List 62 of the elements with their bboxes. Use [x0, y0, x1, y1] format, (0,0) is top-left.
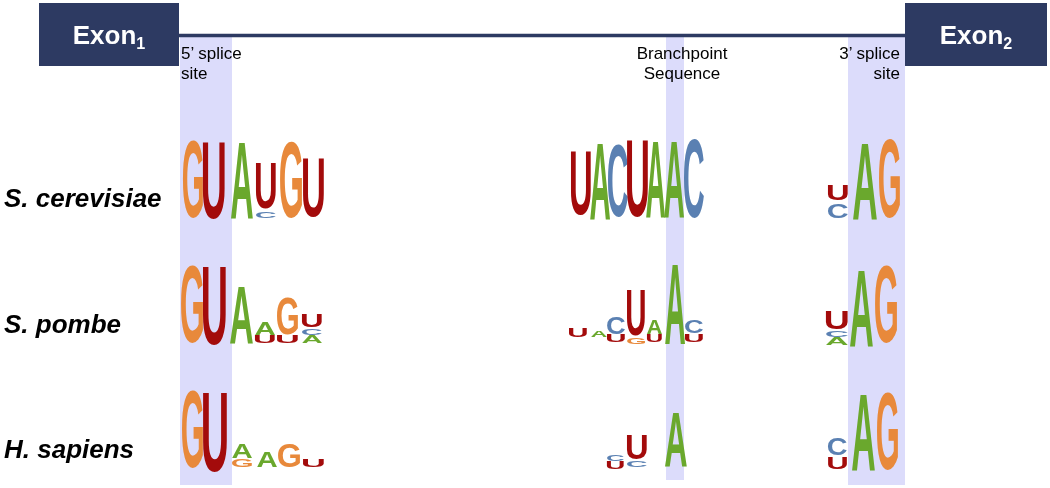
nucleotide-letter: A — [665, 263, 685, 344]
nucleotide-letter: G — [183, 140, 203, 218]
nucleotide-letter: A — [646, 141, 665, 217]
nucleotide-letter: U — [828, 185, 848, 200]
species-name: S. cerevisiae — [4, 183, 162, 213]
nucleotide-letter: A — [232, 444, 252, 458]
nucleotide-letter: C — [256, 211, 276, 218]
nucleotide-letter: C — [608, 145, 628, 217]
exon-label: Exon$_{2}$ — [939, 19, 1013, 50]
nucleotide-letter: A — [257, 452, 277, 467]
nucleotide-letter: A — [231, 142, 253, 218]
exon-box — [39, 3, 179, 66]
exon-label: Exon$_{1}$ — [72, 19, 146, 50]
intron-line — [179, 33, 905, 38]
nucleotide-letter: A — [591, 331, 607, 337]
site-label: Branchpoint Sequence — [635, 44, 729, 84]
nucleotide-letter: G — [627, 337, 645, 344]
nucleotide-letter: G — [181, 265, 203, 343]
nucleotide-letter: G — [182, 390, 203, 468]
nucleotide-letter: U — [277, 336, 298, 343]
site-label: 5’ splice site — [181, 44, 243, 84]
nucleotide-letter: U — [627, 140, 648, 217]
nucleotide-letter: A — [853, 142, 877, 219]
site-label: 3’ splice site — [838, 44, 900, 84]
nucleotide-letter: G — [232, 459, 252, 467]
nucleotide-letter: A — [850, 270, 873, 346]
nucleotide-letter: C — [826, 330, 848, 337]
nucleotide-letter: A — [302, 336, 322, 343]
nucleotide-letter: C — [302, 328, 322, 335]
nucleotide-letter: U — [569, 328, 587, 337]
nucleotide-letter: G — [879, 139, 900, 218]
nucleotide-letter: A — [665, 413, 687, 467]
nucleotide-letter: U — [302, 314, 322, 327]
nucleotide-letter: U — [303, 158, 324, 217]
nucleotide-letter: G — [278, 443, 300, 467]
nucleotide-letter: C — [607, 317, 625, 334]
nucleotide-letter: U — [256, 164, 276, 209]
nucleotide-letter: U — [255, 336, 275, 343]
nucleotide-letter: U — [203, 142, 225, 219]
nucleotide-letter: A — [826, 338, 848, 345]
nucleotide-letter: G — [877, 392, 898, 470]
nucleotide-letter: U — [607, 462, 624, 469]
species-name: H. sapiens — [4, 434, 135, 464]
exon-box — [905, 3, 1047, 66]
species-name: S. pombe — [4, 309, 121, 339]
nucleotide-letter: U — [303, 460, 324, 467]
nucleotide-letter: U — [607, 335, 625, 342]
nucleotide-letter: C — [627, 460, 647, 467]
nucleotide-letter: A — [590, 143, 610, 219]
nucleotide-letter: A — [664, 141, 684, 217]
nucleotide-letter: C — [607, 454, 624, 461]
nucleotide-letter: U — [571, 152, 591, 215]
nucleotide-letter: U — [203, 267, 226, 345]
nucleotide-letter: A — [255, 322, 275, 335]
nucleotide-letter: G — [280, 141, 302, 218]
nucleotide-letter: U — [203, 393, 227, 472]
nucleotide-letter: G — [875, 265, 897, 343]
nucleotide-letter: A — [852, 393, 875, 470]
nucleotide-letter: C — [684, 139, 704, 218]
nucleotide-letter: A — [230, 286, 253, 343]
nucleotide-letter: U — [826, 311, 848, 329]
nucleotide-letter: C — [828, 203, 848, 218]
